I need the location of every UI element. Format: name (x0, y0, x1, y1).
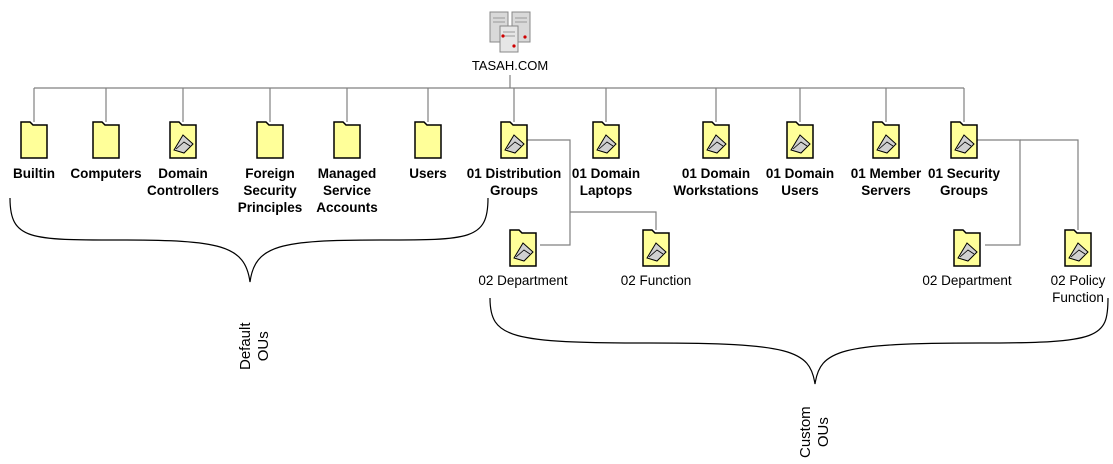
folder-icon (333, 121, 361, 159)
ou-folder-icon (1064, 229, 1092, 267)
connector-dist-function (570, 211, 657, 230)
folder-icon (256, 121, 284, 159)
ou-folder-icon (642, 229, 670, 267)
connector-dist-department (527, 139, 571, 246)
default-ous-brace (9, 197, 489, 283)
ou-folder-icon (500, 121, 528, 159)
root-domain-label: TASAH.COM (471, 58, 549, 73)
ou-folder-icon (786, 121, 814, 159)
ou-folder-icon (953, 229, 981, 267)
ou-folder-icon (950, 121, 978, 159)
ou-folder-icon (872, 121, 900, 159)
ou-label-builtin: Builtin (13, 166, 55, 181)
folder-icon (20, 121, 48, 159)
ou-label-sec-department: 02 Department (922, 273, 1012, 288)
server-icon (489, 11, 531, 53)
connector-lines (33, 75, 1079, 246)
custom-ous-brace (489, 297, 1109, 385)
folder-icon (414, 121, 442, 159)
connector-sec-department (977, 139, 1021, 246)
ou-folder-icon (592, 121, 620, 159)
ou-label-users: Users (409, 166, 447, 181)
group-braces (9, 197, 1109, 385)
ou-folder-icon (169, 121, 197, 159)
ou-folder-icon (702, 121, 730, 159)
ou-folder-icon (509, 229, 537, 267)
ou-label-dist-function: 02 Function (620, 273, 692, 288)
ou-label-computers: Computers (70, 166, 142, 181)
ou-label-dist-department: 02 Department (478, 273, 568, 288)
connector-sec-policy-function (1020, 139, 1079, 230)
folder-icon (92, 121, 120, 159)
